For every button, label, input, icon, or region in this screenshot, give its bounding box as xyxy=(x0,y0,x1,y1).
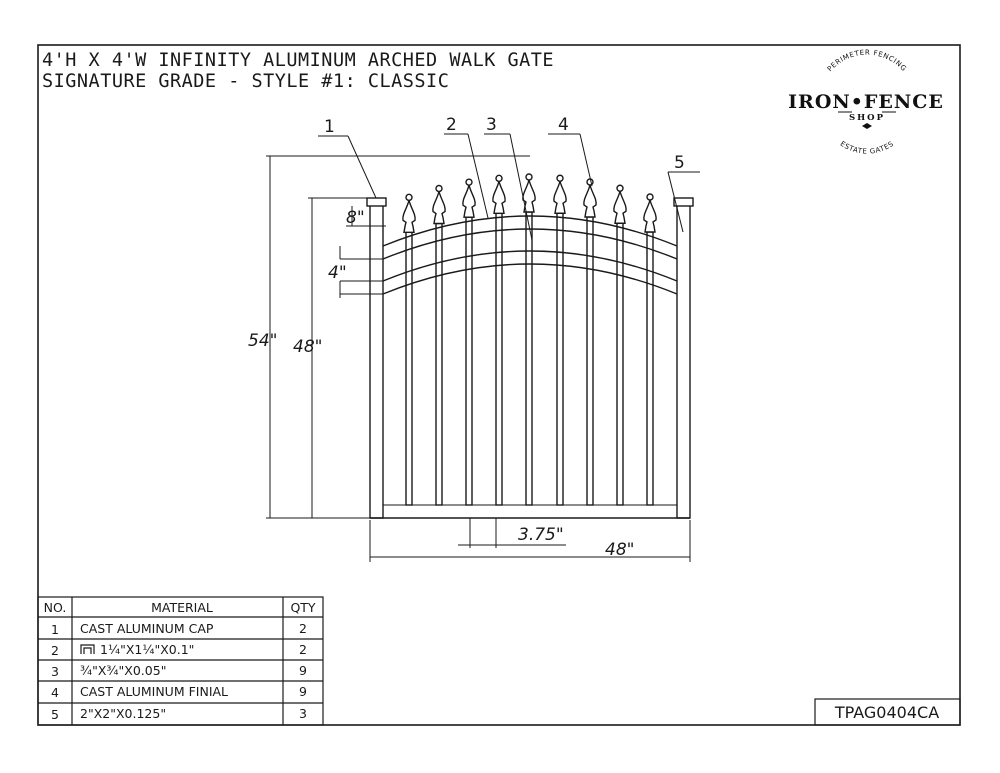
table-row-1-qty: 2 xyxy=(299,621,307,636)
dim-overall-height: 54" xyxy=(248,331,277,351)
right-post xyxy=(676,204,691,519)
finial-icon xyxy=(462,184,476,218)
picket-9 xyxy=(643,193,657,506)
finial-icon xyxy=(522,179,536,213)
dim-rail-spacing: 4" xyxy=(328,263,347,283)
drawing-number: TPAG0404CA xyxy=(834,703,939,722)
picket-4 xyxy=(492,174,506,506)
left-post-cap xyxy=(366,197,387,207)
callout-4: 4 xyxy=(558,115,569,135)
lower-arch-rail-inner xyxy=(382,263,678,295)
finial-ball xyxy=(435,184,443,193)
finial-ball xyxy=(405,193,413,202)
title-line-1: 4'H X 4'W INFINITY ALUMINUM ARCHED WALK … xyxy=(42,50,554,71)
finial-icon xyxy=(643,199,657,233)
finial-icon xyxy=(432,191,446,225)
dim-gate-width: 48" xyxy=(605,540,634,560)
parts-table: NO. MATERIAL QTY 1 CAST ALUMINUM CAP 2 2… xyxy=(37,596,324,726)
callout-2: 2 xyxy=(446,115,457,135)
picket-6 xyxy=(553,174,567,506)
table-row-5-material: 2"X2"X0.125" xyxy=(80,706,166,721)
picket-1 xyxy=(402,193,416,506)
finial-icon xyxy=(613,191,627,224)
table-row-2-qty: 2 xyxy=(299,642,307,657)
table-row-3-qty: 9 xyxy=(299,663,307,678)
logo-top-arc-text: PERIMETER FENCING xyxy=(826,49,908,73)
callout-3: 3 xyxy=(486,115,497,135)
right-post-cap xyxy=(673,197,694,207)
table-row-4-no: 4 xyxy=(51,685,59,700)
picket-5 xyxy=(522,173,536,506)
picket-8 xyxy=(613,184,627,506)
table-header-material: MATERIAL xyxy=(151,600,213,615)
picket-3 xyxy=(462,178,476,506)
picket-bar xyxy=(586,216,594,506)
dim-post-height: 48" xyxy=(293,337,322,357)
callout-1: 1 xyxy=(324,117,335,137)
logo-sub-text: SHOP xyxy=(849,113,885,123)
table-row-5-qty: 3 xyxy=(299,706,307,721)
picket-bar xyxy=(435,222,443,506)
callout-leaders xyxy=(318,133,700,241)
finial-icon xyxy=(492,181,506,215)
finial-ball xyxy=(465,178,473,186)
pickets xyxy=(402,173,657,506)
dim-picket-spacing: 3.75" xyxy=(518,525,564,545)
lower-arch-rail xyxy=(382,250,678,282)
upper-arch-rail-inner xyxy=(382,228,678,260)
table-row-4-qty: 9 xyxy=(299,684,307,699)
table-row-2-no: 2 xyxy=(51,643,59,658)
logo-bottom-arc-text: ESTATE GATES xyxy=(839,140,896,156)
finial-ball xyxy=(495,174,503,183)
finial-ball xyxy=(525,173,533,181)
finial-ball xyxy=(616,184,624,192)
diamond-icon xyxy=(862,123,872,129)
upper-arch-rail xyxy=(382,215,678,247)
left-post xyxy=(369,204,384,519)
finial-ball xyxy=(646,193,654,201)
drawing-number-box: TPAG0404CA xyxy=(814,698,961,726)
table-header-qty: QTY xyxy=(290,600,315,615)
picket-bar xyxy=(646,231,654,506)
finial-icon xyxy=(583,184,597,218)
picket-bar xyxy=(465,216,473,506)
table-row-4-material: CAST ALUMINUM FINIAL xyxy=(80,684,228,699)
dimension-lines xyxy=(266,155,691,562)
sheet-border xyxy=(37,44,961,726)
finial-icon xyxy=(402,200,416,234)
title-line-2: SIGNATURE GRADE - STYLE #1: CLASSIC xyxy=(42,71,449,92)
finial-ball xyxy=(556,174,564,182)
dim-arch-rise: 8" xyxy=(346,208,365,228)
picket-2 xyxy=(432,184,446,506)
picket-7 xyxy=(583,178,597,506)
table-row-2-material: 1¼"X1¼"X0.1" xyxy=(100,642,194,657)
iron-fence-shop-logo: PERIMETER FENCING IRON•FENCE SHOP ESTATE… xyxy=(788,49,944,156)
table-row-3-material: ¾"X¾"X0.05" xyxy=(80,663,166,678)
picket-bar xyxy=(495,212,503,506)
picket-bar xyxy=(556,212,564,506)
table-row-1-no: 1 xyxy=(51,622,59,637)
picket-bar xyxy=(616,222,624,506)
finial-ball xyxy=(586,178,594,186)
table-row-3-no: 3 xyxy=(51,664,59,679)
table-row-1-material: CAST ALUMINUM CAP xyxy=(80,621,214,636)
table-header-no: NO. xyxy=(44,600,67,615)
finial-icon xyxy=(553,181,567,214)
channel-profile-icon xyxy=(80,644,95,654)
table-row-5-no: 5 xyxy=(51,707,59,722)
picket-bar xyxy=(405,231,413,506)
logo-main-text: IRON•FENCE xyxy=(788,91,944,113)
gate-elevation xyxy=(366,173,694,519)
picket-bar xyxy=(525,211,533,506)
callout-5: 5 xyxy=(674,153,685,173)
